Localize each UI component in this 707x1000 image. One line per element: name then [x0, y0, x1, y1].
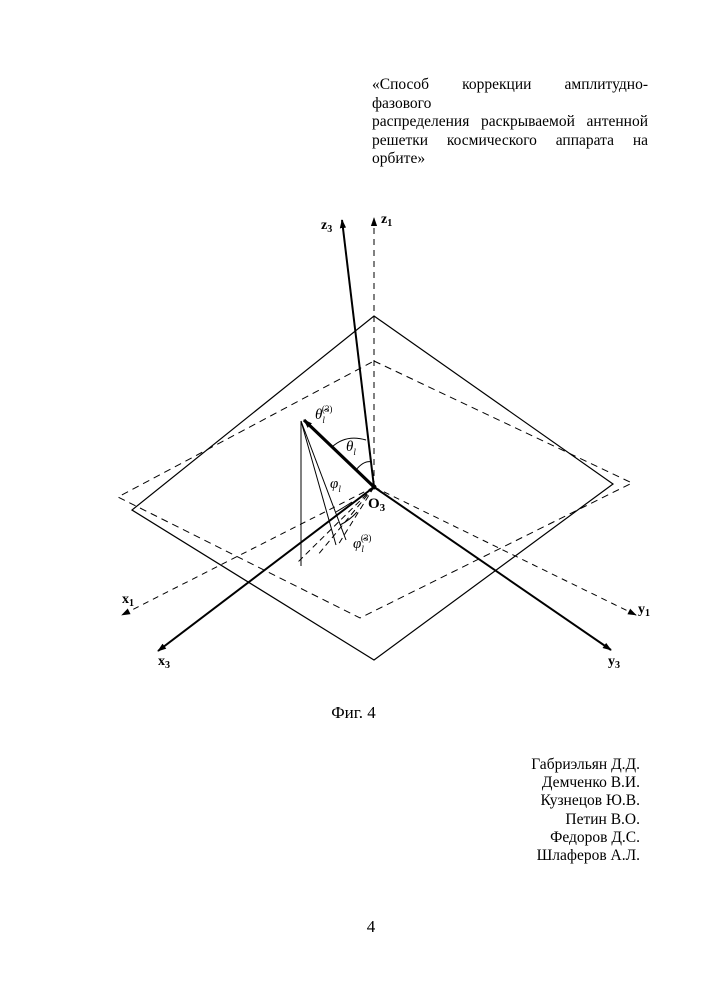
- author-name: Кузнецов Ю.В.: [531, 792, 640, 810]
- origin-point: [372, 485, 377, 490]
- axis-x3: [158, 487, 374, 651]
- page-number: 4: [0, 917, 707, 937]
- axis-x1: [122, 487, 374, 615]
- author-name: Федоров Д.С.: [531, 829, 640, 847]
- label-y3: y3: [608, 654, 620, 671]
- label-x3: x3: [158, 654, 170, 671]
- label-z1: z1: [381, 212, 392, 229]
- label-theta: θl: [346, 439, 356, 457]
- plane-1-dashed: [118, 361, 632, 618]
- label-x1: x1: [122, 592, 134, 609]
- label-phi: φl: [330, 476, 341, 494]
- direction-vector: [304, 420, 374, 487]
- figure-caption: Фиг. 4: [0, 703, 707, 723]
- label-z3: z3: [321, 218, 332, 235]
- arc-theta: [356, 462, 372, 470]
- authors-list: Габриэльян Д.Д. Демченко В.И. Кузнецов Ю…: [531, 756, 640, 865]
- label-y1: y1: [638, 602, 650, 619]
- label-theta-hat: θ̂l(3): [315, 404, 332, 425]
- label-origin: O3: [368, 496, 386, 514]
- axis-y1: [374, 487, 636, 615]
- author-name: Шлаферов А.Л.: [531, 847, 640, 865]
- author-name: Демченко В.И.: [531, 774, 640, 792]
- author-name: Петин В.О.: [531, 811, 640, 829]
- author-name: Габриэльян Д.Д.: [531, 756, 640, 774]
- label-phi-hat: φ̂l(3): [353, 533, 371, 554]
